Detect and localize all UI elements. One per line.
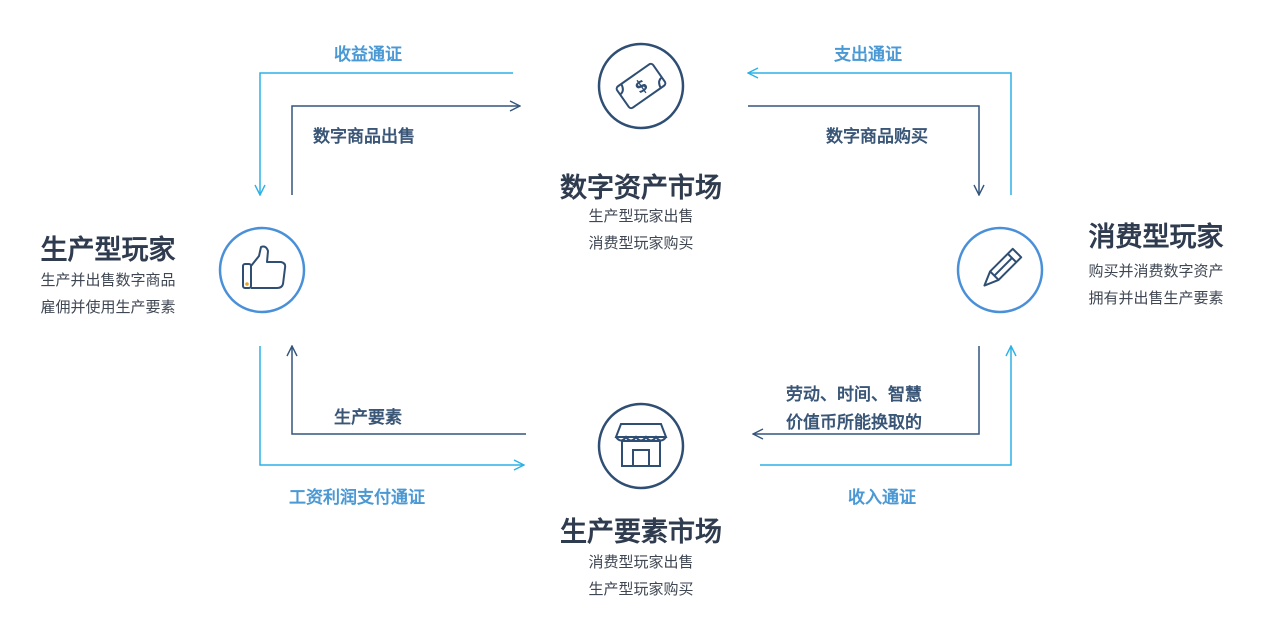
consumer-title: 消费型玩家	[1088, 222, 1224, 253]
pencil-icon	[983, 247, 1023, 287]
revenue-token-arrow	[260, 72, 513, 195]
wage-profit-token-label: 工资利润支付通证	[289, 488, 425, 508]
producer-title: 生产型玩家	[40, 235, 176, 266]
income-token-label: 收入通证	[848, 488, 916, 508]
digital-goods-sale-label: 数字商品出售	[313, 127, 415, 147]
wage-profit-token-arrow	[259, 346, 524, 465]
factor-market-line2: 生产型玩家购买	[588, 580, 694, 598]
producer-circle	[218, 226, 306, 314]
storefront-icon	[614, 423, 668, 467]
digital-market-line1: 生产型玩家出售	[588, 207, 694, 225]
labor-label-line2: 价值币所能换取的	[786, 413, 922, 433]
consumer-line1: 购买并消费数字资产	[1088, 262, 1224, 280]
producer-line2: 雇佣并使用生产要素	[40, 298, 176, 316]
producer-line1: 生产并出售数字商品	[40, 271, 176, 289]
labor-label-line1: 劳动、时间、智慧	[786, 385, 922, 405]
thumbs-up-icon	[242, 245, 287, 289]
factor-market-title: 生产要素市场	[560, 517, 722, 548]
digital-goods-purchase-label: 数字商品购买	[826, 127, 928, 147]
labor-arrow	[753, 346, 980, 434]
income-token-arrow	[760, 346, 1011, 466]
factors-label: 生产要素	[334, 408, 402, 428]
factors-arrow	[292, 346, 526, 435]
consumer-line2: 拥有并出售生产要素	[1088, 289, 1224, 307]
revenue-token-label: 收益通证	[334, 45, 402, 65]
digital-market-line2: 消费型玩家购买	[588, 234, 694, 252]
factor-market-line1: 消费型玩家出售	[588, 553, 694, 571]
digital-goods-purchase-arrow	[748, 105, 979, 195]
expense-token-label: 支出通证	[834, 45, 902, 65]
digital-goods-sale-arrow	[291, 106, 520, 195]
expense-token-arrow	[748, 73, 1012, 195]
digital-market-circle	[597, 42, 685, 130]
factor-market-circle	[597, 402, 685, 490]
digital-market-title: 数字资产市场	[560, 173, 722, 204]
